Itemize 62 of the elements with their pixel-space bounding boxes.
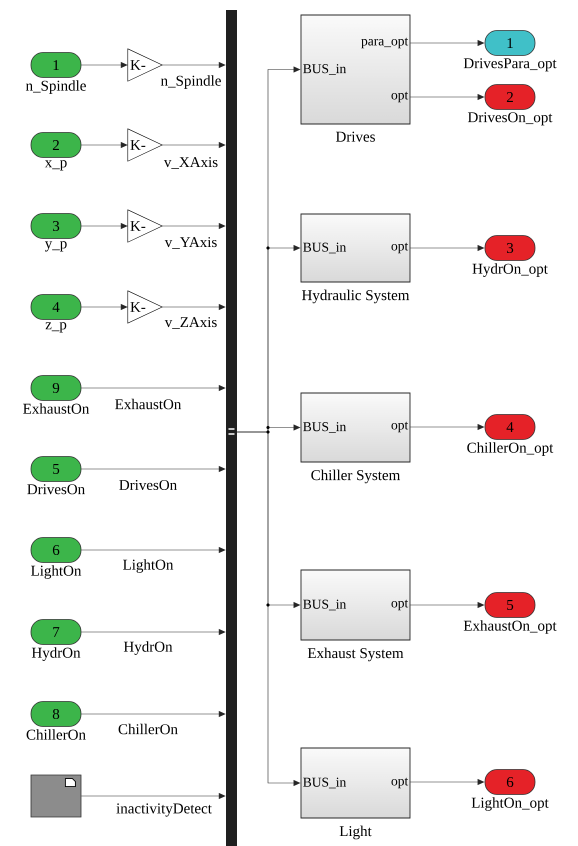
block-label: Chiller System bbox=[311, 470, 400, 484]
outport-block: 1 bbox=[484, 30, 536, 56]
subsystem-block: BUS_in opt bbox=[300, 214, 410, 282]
node-label: BUS_in bbox=[303, 64, 346, 75]
outport-block: 2 bbox=[484, 84, 536, 110]
node-label: BUS_in bbox=[303, 600, 346, 610]
port-label: HydrOn bbox=[32, 647, 80, 661]
port-label: HydrOn_opt bbox=[472, 263, 548, 277]
outport-block: 4 bbox=[484, 414, 536, 440]
port-label: ExhaustOn bbox=[23, 403, 90, 414]
edge-label: v_YAxis bbox=[164, 236, 218, 250]
node-label: opt bbox=[392, 600, 408, 610]
inport-block: 6 bbox=[30, 537, 82, 563]
subsystem-block: BUS_in opt bbox=[300, 570, 410, 640]
block-label: Drives bbox=[336, 132, 375, 142]
port-label: DrivesOn bbox=[27, 484, 85, 494]
edge-label: ChillerOn bbox=[117, 722, 179, 736]
port-label: z_p bbox=[46, 322, 66, 332]
node-label: BUS_in bbox=[303, 242, 346, 254]
outport-block: 6 bbox=[484, 769, 536, 795]
edge-label: v_ZAxis bbox=[164, 316, 218, 330]
edge-label: inactivityDetect bbox=[115, 802, 213, 818]
port-label: DrivesPara_opt bbox=[464, 58, 557, 72]
block-label: Light bbox=[340, 826, 372, 840]
subsystem-block: BUS_in opt bbox=[300, 748, 410, 818]
port-label: n_Spindle bbox=[26, 80, 86, 94]
edge-label: LightOn bbox=[122, 558, 174, 574]
edge-label: v_XAxis bbox=[162, 156, 220, 170]
port-label: y_p bbox=[44, 241, 67, 252]
port-label: LightOn_opt bbox=[472, 797, 549, 811]
block-label: Exhaust System bbox=[308, 648, 404, 662]
node-label: BUS_in bbox=[303, 422, 346, 433]
port-label: ExhaustOn_opt bbox=[464, 620, 557, 634]
source-block bbox=[30, 774, 82, 818]
node-label: BUS_in bbox=[303, 778, 346, 788]
bus-bar bbox=[226, 10, 237, 846]
node-label: opt bbox=[392, 242, 408, 254]
edge-label: DrivesOn bbox=[118, 478, 178, 492]
node-label: opt bbox=[392, 778, 408, 788]
inport-block: 5 bbox=[30, 456, 82, 482]
block-label: Hydraulic System bbox=[302, 290, 410, 304]
inport-block: 8 bbox=[30, 701, 82, 727]
inport-block: 3 bbox=[30, 213, 82, 239]
outport-block: 3 bbox=[484, 235, 536, 261]
edge-label: ExhaustOn bbox=[114, 398, 182, 410]
node-label: para_opt bbox=[361, 38, 408, 48]
inport-block: 4 bbox=[30, 294, 82, 320]
inport-block: 2 bbox=[30, 132, 82, 158]
subsystem-block: BUS_in para_opt opt bbox=[300, 14, 410, 124]
subsystem-block: BUS_in opt bbox=[300, 392, 410, 462]
outport-block: 5 bbox=[484, 592, 536, 618]
inport-block: 7 bbox=[30, 619, 82, 645]
port-label: ChillerOn bbox=[26, 729, 86, 740]
inport-block: 1 bbox=[30, 52, 82, 78]
port-label: ChillerOn_opt bbox=[467, 442, 554, 456]
inport-block: 9 bbox=[30, 375, 82, 401]
edge-label: HydrOn bbox=[122, 640, 174, 656]
node-label: opt bbox=[392, 92, 408, 102]
port-label: x_p bbox=[44, 160, 67, 170]
port-label: LightOn bbox=[31, 565, 82, 579]
node-label: opt bbox=[392, 422, 408, 432]
port-label: DrivesOn_opt bbox=[468, 112, 552, 126]
